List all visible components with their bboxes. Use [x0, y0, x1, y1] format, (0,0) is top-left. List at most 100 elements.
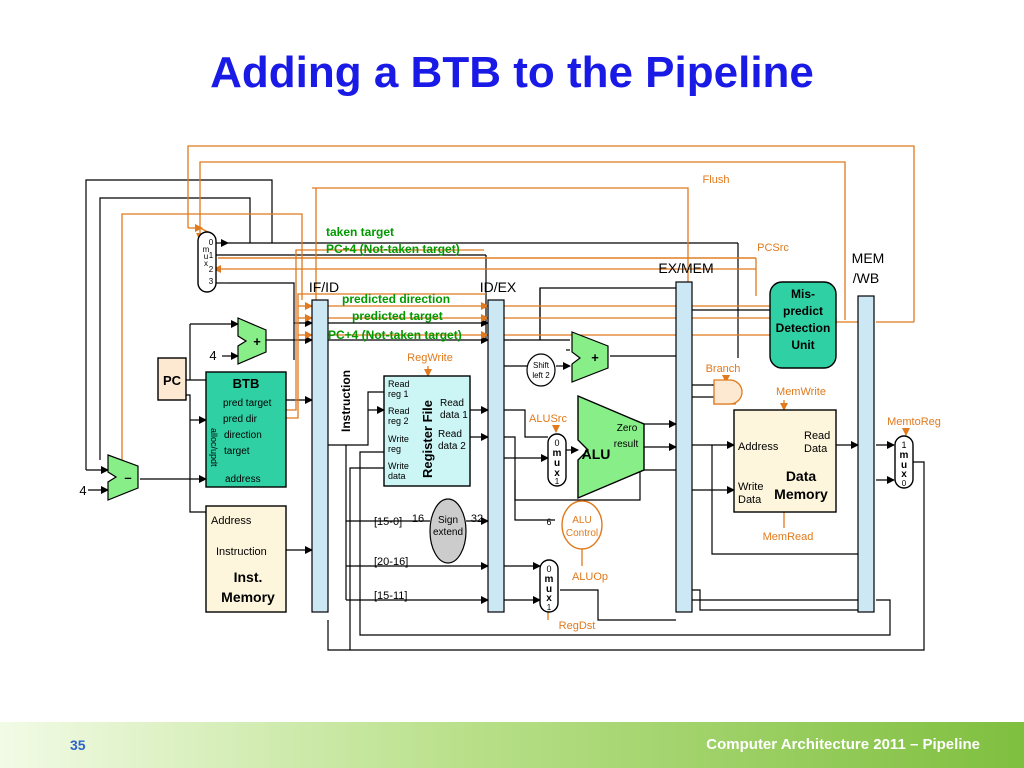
mispredict-detection-unit: Mis- predict Detection Unit: [769, 281, 837, 369]
mux-letter: 1: [901, 440, 906, 450]
memtoreg-label: MemtoReg: [887, 416, 941, 428]
predicted-direction-label: predicted direction: [342, 292, 450, 306]
datapath-wires: [85, 179, 925, 651]
mux-letter: 0: [554, 438, 559, 448]
adder-plus-label: +: [253, 334, 261, 349]
mux-letter: 0: [546, 564, 551, 574]
alu-control-line1: ALU: [572, 515, 591, 526]
mux-letter: m: [553, 448, 562, 459]
rf-write-data-a: Write: [388, 461, 409, 471]
pc4-top-label: PC+4 (Not-taken target): [326, 242, 460, 256]
mispredict-line4: Unit: [791, 338, 814, 352]
dmem-read-data-a: Read: [804, 430, 830, 442]
instruction-vertical-label: Instruction: [339, 370, 353, 432]
rf-read-reg1-b: reg 1: [388, 389, 409, 399]
rf-write-reg-a: Write: [388, 434, 409, 444]
dmem-name-line2: Memory: [774, 486, 828, 502]
mem-wb-label-line1: MEM: [852, 250, 885, 266]
alusrc-label: ALUSrc: [529, 413, 567, 425]
rf-read-reg2-a: Read: [388, 406, 410, 416]
mispredict-line1: Mis-: [791, 287, 815, 301]
if-id-register: [311, 299, 329, 613]
shift-line2: left 2: [532, 371, 550, 380]
alu-src-mux: 0 m u x 1: [547, 433, 567, 487]
pc-subtractor: –: [107, 454, 139, 501]
btb-pred-target: pred target: [223, 398, 272, 409]
pc-register: PC: [157, 357, 187, 401]
bits-6-label: 6: [546, 517, 551, 527]
dmem-name-line1: Data: [786, 468, 817, 484]
course-title: Computer Architecture 2011 – Pipeline: [706, 736, 980, 753]
sign-extend: Sign extend: [429, 498, 467, 564]
mux-letter: m: [545, 574, 554, 585]
mux-letter: m: [203, 245, 210, 254]
btb: BTB pred target pred dir direction targe…: [205, 371, 287, 488]
mux-letter: u: [901, 460, 907, 471]
rf-read-data1-a: Read: [440, 398, 464, 409]
alu: ALU Zero result: [577, 394, 645, 500]
dmem-write-data-b: Data: [738, 494, 762, 506]
data-memory: Address Read Data Write Data Data Memory: [733, 409, 837, 513]
shift-left-2: Shift left 2: [526, 353, 556, 387]
rf-read-reg1-a: Read: [388, 379, 410, 389]
branch-and-gate: [713, 379, 743, 405]
rf-read-data1-b: data 1: [440, 410, 468, 421]
branch-adder: +: [571, 331, 609, 383]
aluop-label: ALUOp: [572, 571, 608, 583]
btb-target: target: [224, 446, 250, 457]
rf-write-reg-b: reg: [388, 444, 401, 454]
mux-letter: x: [546, 593, 552, 604]
dmem-read-data-b: Data: [804, 443, 828, 455]
id-ex-register: [487, 299, 505, 613]
field-20-16-label: [20-16]: [374, 556, 408, 568]
imem-address: Address: [211, 515, 252, 527]
imem-name-line2: Memory: [221, 589, 275, 605]
mux-letter: 1: [209, 251, 214, 260]
mux-letter: u: [546, 584, 552, 595]
register-file: RegWrite Read reg 1 Read reg 2 Write reg…: [383, 352, 471, 487]
flush-label: Flush: [703, 174, 730, 186]
mux-letter: 1: [547, 603, 552, 612]
rf-read-reg2-b: reg 2: [388, 416, 409, 426]
pc-label: PC: [163, 373, 182, 388]
taken-target-label: taken target: [326, 225, 394, 239]
mispredict-line3: Detection: [776, 321, 831, 335]
ex-mem-label: EX/MEM: [658, 260, 713, 276]
mux-letter: 3: [209, 277, 214, 286]
alu-zero-label: Zero: [617, 423, 638, 434]
field-15-0-label: [15-0]: [374, 516, 402, 528]
bits-32-label: 32: [471, 513, 483, 525]
pcsrc-label: PCSrc: [757, 242, 789, 254]
pipeline-diagram: 0 m u x 1 2 3 + 4 PC BTB pred target pre…: [79, 145, 941, 651]
btb-address: address: [225, 474, 261, 485]
pc4-mid-label: PC+4 (Not-taken target): [328, 328, 462, 342]
pc-adder: +: [237, 317, 267, 365]
mux-letter: 1: [555, 477, 560, 486]
if-id-label: IF/ID: [309, 279, 339, 295]
btb-title: BTB: [233, 376, 260, 391]
mux-letter: u: [554, 458, 560, 469]
field-15-11-label: [15-11]: [374, 590, 407, 602]
mux-letter: x: [901, 469, 907, 480]
bits-16-label: 16: [412, 513, 424, 525]
regdst-mux: 0 m u x 1: [539, 559, 559, 613]
subtractor-minus-label: –: [124, 470, 131, 485]
memread-label: MemRead: [763, 531, 814, 543]
slide-title: Adding a BTB to the Pipeline: [210, 48, 814, 97]
ex-mem-register: [675, 281, 693, 613]
page-number: 35: [70, 737, 86, 753]
mux-letter: 0: [209, 238, 214, 247]
mux-letter: 0: [902, 479, 907, 488]
id-ex-label: ID/EX: [480, 279, 517, 295]
instruction-memory: Address Instruction Inst. Memory: [205, 505, 287, 613]
constant-four-top: 4: [209, 348, 216, 363]
rf-read-data2-a: Read: [438, 429, 462, 440]
alu-label: ALU: [582, 446, 611, 462]
mem-wb-register: [857, 295, 875, 613]
mispredict-line2: predict: [783, 304, 823, 318]
btb-pred-dir: pred dir: [223, 414, 258, 425]
mux-letter: 2: [209, 265, 214, 274]
imem-instruction: Instruction: [216, 546, 267, 558]
alu-control-line2: Control: [566, 528, 598, 539]
pc-source-mux: 0 m u x 1 2 3: [197, 231, 217, 293]
